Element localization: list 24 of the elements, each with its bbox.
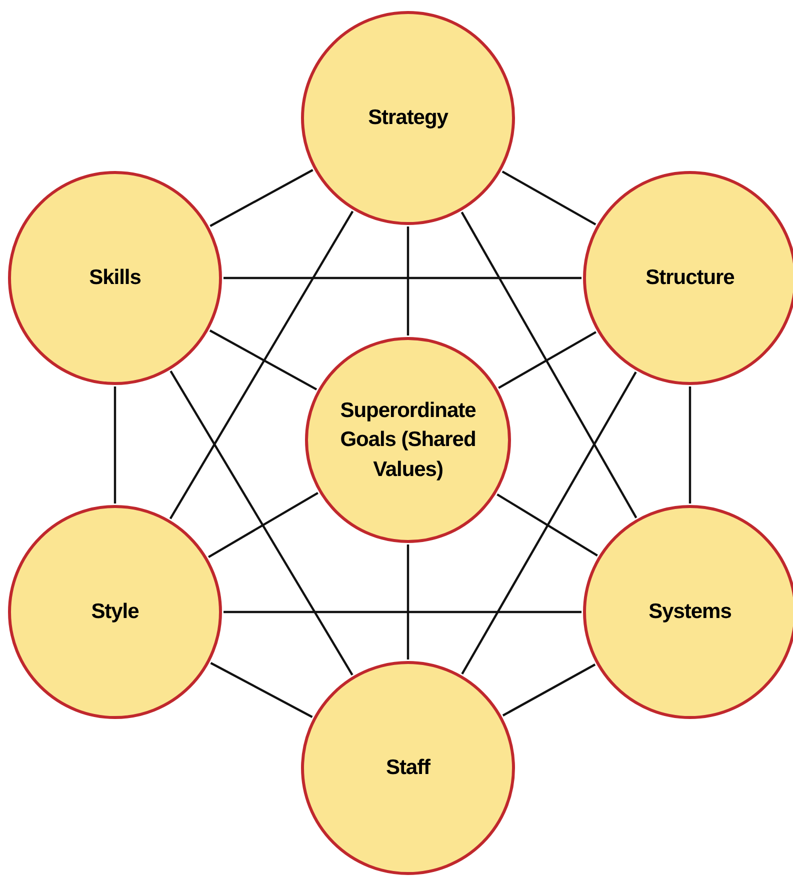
connector-line — [114, 386, 116, 504]
connector-line — [498, 331, 596, 389]
connector-line — [502, 170, 596, 226]
connector-line — [460, 212, 638, 518]
connector-line — [502, 664, 596, 716]
connector-line — [406, 226, 410, 336]
connector-line — [210, 662, 313, 718]
connector-line — [406, 544, 410, 660]
connector-line — [496, 493, 598, 556]
node-label: Strategy — [368, 105, 448, 132]
connector-line — [170, 370, 354, 676]
node-label: Systems — [648, 599, 732, 626]
node-label: Structure — [646, 265, 734, 292]
node-label: Staff — [386, 755, 430, 782]
connector-line — [224, 610, 582, 614]
connector-line — [688, 386, 692, 504]
connector-line — [169, 210, 354, 520]
connector-line — [224, 276, 582, 280]
connector-line — [210, 169, 314, 227]
connector-line — [209, 330, 318, 390]
node-label: Superordinate Goals (Shared Values) — [339, 398, 477, 483]
node-label: Skills — [89, 265, 141, 292]
node-label: Style — [91, 599, 139, 626]
connector-line — [208, 492, 318, 558]
